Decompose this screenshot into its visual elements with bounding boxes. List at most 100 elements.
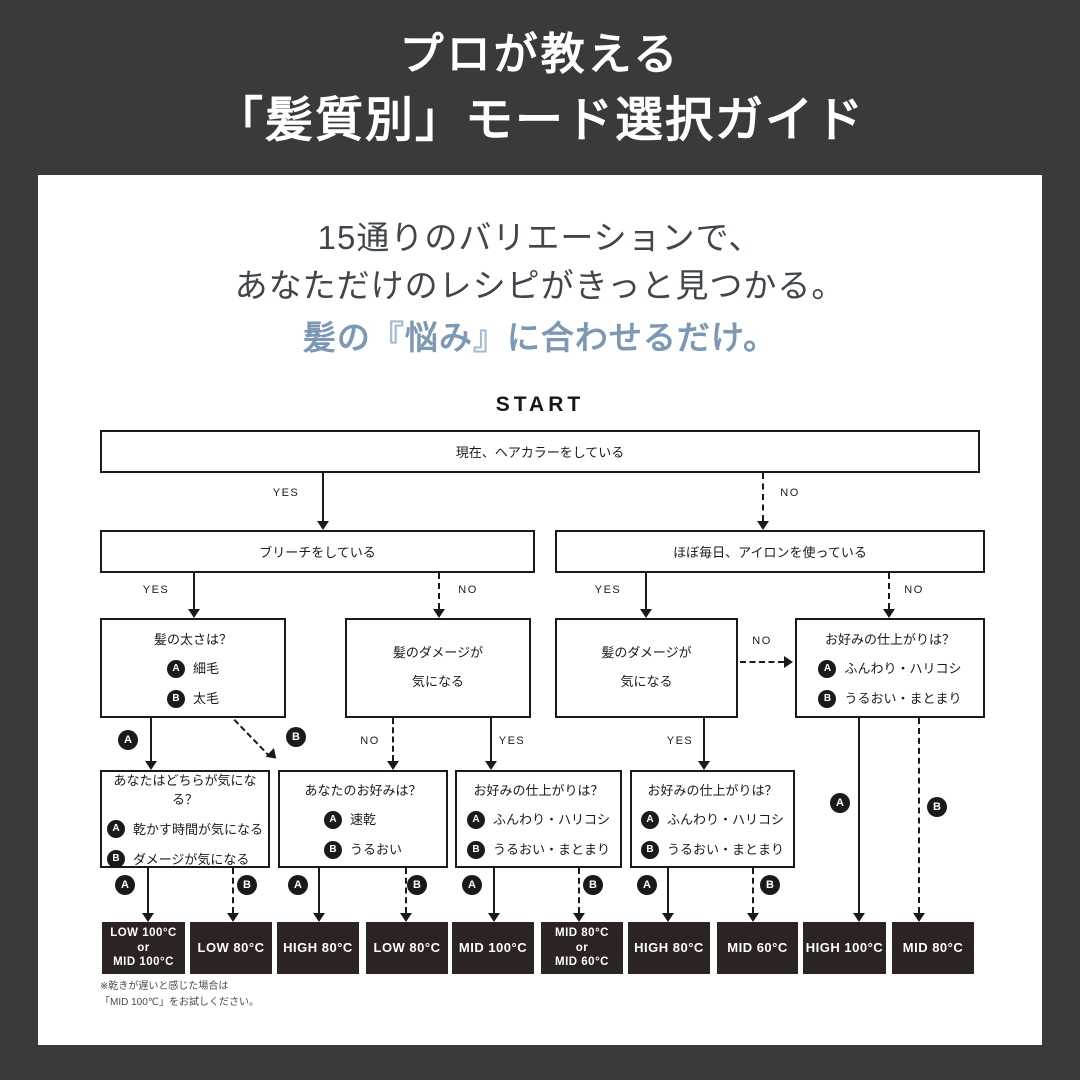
option-a: A ふんわり・ハリコシ — [466, 810, 610, 829]
arrow-finish-top-a-long — [853, 718, 865, 922]
arrow-damage1-no — [387, 718, 399, 770]
label-iron-no: NO — [904, 584, 924, 596]
option-b-badge: B — [818, 689, 837, 708]
badge-finish-top-a: A — [830, 793, 850, 813]
label-damage1-yes: YES — [498, 735, 526, 747]
question-haircolor-text: 現在、ヘアカラーをしている — [455, 445, 625, 460]
arrow-row1-yes — [317, 473, 329, 530]
arrow-finish2-a — [662, 868, 674, 922]
result-box-4: MID 100°C — [452, 922, 534, 974]
arrow-thickness-b-diagonal — [233, 719, 272, 758]
arrowhead-diagonal-icon — [265, 748, 281, 763]
intro-line3: 髪の『悩み』に合わせるだけ。 — [38, 311, 1042, 359]
question-finish2-title: お好みの仕上がりは？ — [647, 782, 778, 798]
option-a-badge: A — [818, 659, 837, 678]
arrowhead-icon — [853, 913, 865, 922]
flowchart-panel: 15通りのバリエーションで、 あなただけのレシピがきっと見つかる。 髪の『悩み』… — [38, 175, 1042, 1045]
arrow-finish1-b — [573, 868, 585, 922]
arrow-preference-a — [313, 868, 325, 922]
arrowhead-icon — [227, 913, 239, 922]
arrowhead-icon — [488, 913, 500, 922]
arrowhead-icon — [188, 609, 200, 618]
option-b-text: うるおい・まとまり — [666, 842, 784, 857]
option-a: A 速乾 — [323, 810, 376, 829]
page-title-line2: 「髪質別」モード選択ガイド — [214, 94, 865, 147]
arrowhead-icon — [145, 761, 157, 770]
question-thickness-title: 髪の太さは？ — [153, 631, 232, 647]
intro-line3-word: 悩み — [404, 319, 473, 356]
arrow-damage2-yes — [698, 718, 710, 770]
arrowhead-icon — [662, 913, 674, 922]
arrowhead-icon — [142, 913, 154, 922]
option-a-text: ふんわり・ハリコシ — [492, 812, 610, 827]
option-b-badge: B — [323, 840, 342, 859]
arrowhead-icon — [387, 761, 399, 770]
arrow-iron-no — [883, 573, 895, 618]
question-damage1-box: 髪のダメージが 気になる — [345, 618, 531, 718]
arrow-which-b — [227, 868, 239, 922]
arrowhead-icon — [317, 521, 329, 530]
badge-which-b: B — [237, 875, 257, 895]
badge-finish2-a: A — [637, 875, 657, 895]
arrow-finish2-b — [747, 868, 759, 922]
arrowhead-icon — [400, 913, 412, 922]
label-damage1-no: NO — [360, 735, 380, 747]
arrowhead-icon — [485, 761, 497, 770]
option-b-text: うるおい・まとまり — [844, 691, 962, 706]
badge-finish-top-b: B — [927, 797, 947, 817]
badge-finish1-b: B — [583, 875, 603, 895]
question-preference-title: あなたのお好みは？ — [304, 782, 422, 798]
intro-line1: 15通りのバリエーションで、 — [317, 219, 763, 256]
arrow-iron-yes — [640, 573, 652, 618]
question-damage1-text: 髪のダメージが 気になる — [392, 645, 484, 689]
arrowhead-icon — [913, 913, 925, 922]
arrow-damage1-yes — [485, 718, 497, 770]
arrowhead-icon — [698, 761, 710, 770]
option-a-text: 速乾 — [349, 812, 376, 827]
result-box-5: MID 80°C or MID 60°C — [541, 922, 623, 974]
option-a-text: ふんわり・ハリコシ — [666, 812, 784, 827]
arrowhead-icon — [433, 609, 445, 618]
question-haircolor-box: 現在、ヘアカラーをしている — [100, 430, 980, 473]
result-box-7: MID 60°C — [717, 922, 798, 974]
option-a-badge: A — [466, 810, 485, 829]
arrowhead-icon — [757, 521, 769, 530]
option-b-text: うるおい・まとまり — [492, 842, 610, 857]
option-b-badge: B — [106, 850, 125, 868]
arrowhead-right-icon — [784, 656, 793, 668]
option-a-badge: A — [166, 659, 185, 678]
badge-finish1-a: A — [462, 875, 482, 895]
question-preference-box: あなたのお好みは？ A 速乾 B うるおい — [278, 770, 448, 868]
option-b-text: 太毛 — [192, 691, 219, 706]
arrow-bleach-no — [433, 573, 445, 618]
arrowhead-icon — [313, 913, 325, 922]
question-damage2-box: 髪のダメージが 気になる — [555, 618, 738, 718]
result-box-9: MID 80°C — [892, 922, 974, 974]
option-a-text: 乾かす時間が気になる — [132, 821, 263, 837]
result-box-0: LOW 100°C or MID 100°C — [102, 922, 185, 974]
arrow-finish1-a — [488, 868, 500, 922]
option-a-badge: A — [323, 810, 342, 829]
arrow-preference-b — [400, 868, 412, 922]
label-row1-no: NO — [780, 487, 800, 499]
option-b-text: うるおい — [349, 842, 402, 857]
intro-line3-suffix: に合わせるだけ。 — [506, 319, 778, 356]
arrowhead-icon — [573, 913, 585, 922]
footnote: ※乾きが遅いと感じた場合は 「MID 100℃」をお試しください。 — [100, 981, 260, 1008]
result-box-1: LOW 80°C — [190, 922, 272, 974]
question-iron-box: ほぼ毎日、アイロンを使っている — [555, 530, 985, 573]
intro-line3-prefix: 髪の — [302, 319, 371, 356]
